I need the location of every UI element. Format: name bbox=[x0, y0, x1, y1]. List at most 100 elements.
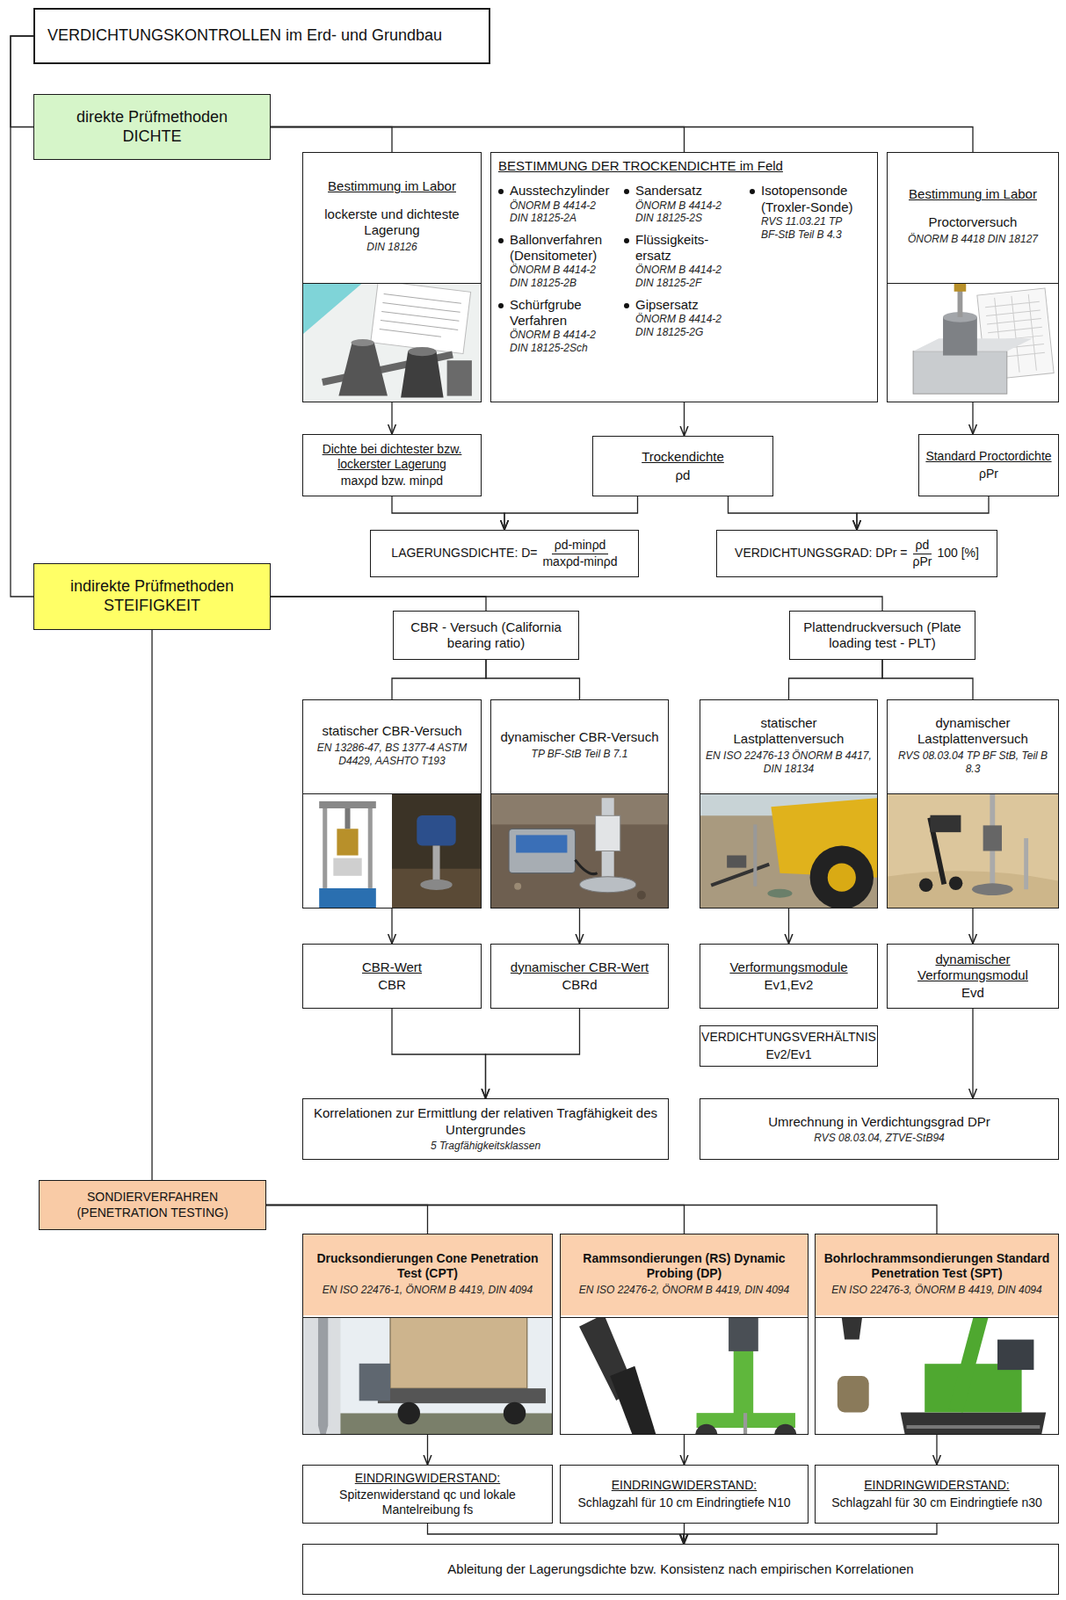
list-item-text: AusstechzylinderÖNORM B 4414-2 DIN 18125… bbox=[509, 182, 610, 225]
photo-area bbox=[700, 793, 878, 908]
fraction: ρdρPr bbox=[912, 537, 932, 569]
label-text: VERDICHTUNGSKONTROLLEN im Erd- und Grund… bbox=[47, 26, 443, 46]
result-box: VerformungsmoduleEv1,Ev2 bbox=[699, 943, 878, 1009]
label-text: Verformungsmodule bbox=[729, 959, 848, 976]
label-text: EINDRINGWIDERSTAND: bbox=[863, 1478, 1009, 1494]
connector bbox=[683, 1523, 937, 1545]
photo-illustration bbox=[560, 1318, 808, 1435]
label-text: CBRd bbox=[561, 977, 597, 994]
label-text: EN ISO 22476-1, ÖNORM B 4419, DIN 4094 bbox=[322, 1283, 533, 1298]
result-box: Trockendichteρd bbox=[592, 435, 774, 497]
test-box: Plattendruckversuch (Plate loading test … bbox=[789, 610, 976, 660]
label-text: ρd-minρd bbox=[551, 537, 610, 554]
label-text: ÖNORM B 4414-2 DIN 18125-2B bbox=[509, 263, 602, 290]
bullet-dot bbox=[623, 303, 630, 309]
label-text: CBR bbox=[377, 977, 407, 994]
header-area: Bestimmung im LaborProctorversuchÖNORM B… bbox=[887, 152, 1059, 282]
connector bbox=[391, 908, 392, 944]
label-text: dynamischer Verformungsmodul bbox=[892, 951, 1053, 985]
label-text: Schlagzahl für 30 cm Eindringtiefe n30 bbox=[831, 1495, 1043, 1511]
connector bbox=[683, 402, 685, 436]
label-text: EN ISO 22476-3, ÖNORM B 4419, DIN 4094 bbox=[831, 1283, 1042, 1298]
result-box: dynamischer CBR-WertCBRd bbox=[490, 943, 669, 1009]
label-text: ÖNORM B 4418 DIN 18127 bbox=[907, 232, 1038, 247]
connector bbox=[788, 908, 790, 944]
photo-area bbox=[815, 1317, 1059, 1435]
label-text: Schürfgrube Verfahren bbox=[509, 297, 619, 330]
list-item-text: GipsersatzÖNORM B 4414-2 DIN 18125-2G bbox=[635, 297, 727, 340]
list-item: Isotopensonde (Troxler-Sonde)RVS 11.03.2… bbox=[749, 182, 871, 241]
connector bbox=[856, 496, 989, 530]
label-text: 5 Tragfähigkeitsklassen bbox=[430, 1139, 541, 1154]
label-text: ρd bbox=[913, 537, 933, 554]
label-text: ρPr bbox=[978, 466, 999, 482]
label-text: Bestimmung im Labor bbox=[908, 186, 1037, 203]
result-box: Standard ProctordichteρPr bbox=[918, 434, 1059, 497]
header-area: statischer CBR-VersuchEN 13286-47, BS 13… bbox=[303, 700, 481, 792]
photo-illustration bbox=[303, 1318, 552, 1435]
connector bbox=[683, 1435, 685, 1465]
list-item-text: Flüssigkeits- ersatzÖNORM B 4414-2 DIN 1… bbox=[635, 232, 745, 291]
method-box: Bohrlochrammsondierungen Standard Penetr… bbox=[814, 1233, 1059, 1436]
list-item: GipsersatzÖNORM B 4414-2 DIN 18125-2G bbox=[623, 297, 745, 340]
label-text: ÖNORM B 4414-2 DIN 18125-2Sch bbox=[509, 328, 602, 355]
photo-illustration bbox=[491, 794, 668, 908]
connector bbox=[270, 596, 883, 611]
category-box: SONDIERVERFAHREN (PENETRATION TESTING) bbox=[38, 1180, 267, 1231]
connector bbox=[270, 127, 392, 153]
connector bbox=[728, 496, 858, 530]
label-text: Schlagzahl für 10 cm Eindringtiefe N10 bbox=[577, 1495, 791, 1511]
connector bbox=[151, 630, 153, 1181]
label-text: RVS 11.03.21 TP BF-StB Teil B 4.3 bbox=[761, 215, 853, 241]
connector bbox=[427, 1523, 684, 1545]
list-column: Isotopensonde (Troxler-Sonde)RVS 11.03.2… bbox=[749, 182, 871, 355]
connector bbox=[270, 127, 973, 153]
list-item-text: Ballonverfahren (Densitometer)ÖNORM B 44… bbox=[509, 232, 619, 291]
column-row: AusstechzylinderÖNORM B 4414-2 DIN 18125… bbox=[498, 182, 871, 355]
bullet-dot bbox=[749, 188, 755, 195]
label-text: RVS 08.03.04, ZTVE-StB94 bbox=[813, 1131, 945, 1146]
label-text: Ev2/Ev1 bbox=[765, 1047, 812, 1063]
connector bbox=[485, 659, 581, 700]
label-text: Proctorversuch bbox=[928, 214, 1018, 231]
label-text: Isotopensonde (Troxler-Sonde) bbox=[761, 182, 871, 216]
connector bbox=[935, 1435, 937, 1465]
label-text: dynamischer CBR-Versuch bbox=[500, 729, 659, 746]
photo-illustration bbox=[887, 794, 1059, 908]
connector bbox=[266, 1205, 428, 1235]
connector bbox=[391, 659, 486, 700]
list-item: AusstechzylinderÖNORM B 4414-2 DIN 18125… bbox=[498, 182, 619, 225]
header-area: dynamischer LastplattenversuchRVS 08.03.… bbox=[887, 700, 1059, 792]
label-text: Ausstechzylinder bbox=[509, 182, 610, 199]
connector bbox=[579, 908, 581, 944]
connector bbox=[266, 1205, 685, 1235]
bullet-dot bbox=[498, 238, 504, 244]
connector bbox=[391, 496, 505, 530]
result-box: dynamischer VerformungsmodulEvd bbox=[886, 943, 1059, 1009]
connector bbox=[10, 36, 34, 128]
test-box: CBR - Versuch (California bearing ratio) bbox=[392, 610, 580, 660]
label-text: Drucksondierungen Cone Penetration Test … bbox=[308, 1251, 547, 1282]
label-text: EINDRINGWIDERSTAND: bbox=[355, 1471, 501, 1487]
label-text: EN ISO 22476-13 ÖNORM B 4417, DIN 18134 bbox=[705, 749, 872, 776]
connector bbox=[10, 36, 34, 597]
method-box: dynamischer CBR-VersuchTP BF-StB Teil B … bbox=[490, 699, 669, 909]
photo-area bbox=[491, 793, 668, 908]
method-box: Drucksondierungen Cone Penetration Test … bbox=[302, 1233, 553, 1436]
result-box: Umrechnung in Verdichtungsgrad DPrRVS 08… bbox=[699, 1098, 1059, 1161]
label-text: Trockendichte bbox=[641, 449, 725, 465]
connector bbox=[789, 659, 884, 700]
label-text: SONDIERVERFAHREN (PENETRATION TESTING) bbox=[44, 1189, 261, 1220]
bullet-dot bbox=[498, 303, 504, 309]
label-text: Rammsondierungen (RS) Dynamic Probing (D… bbox=[565, 1251, 803, 1282]
connector bbox=[882, 659, 973, 700]
connector bbox=[971, 1008, 973, 1099]
label-text: Korrelationen zur Ermittlung der relativ… bbox=[308, 1105, 663, 1139]
label-text: Gipsersatz bbox=[635, 297, 727, 313]
list-item: SandersatzÖNORM B 4414-2 DIN 18125-2S bbox=[623, 182, 745, 225]
connector bbox=[270, 127, 685, 153]
connector bbox=[427, 1435, 428, 1465]
label-text: VERDICHTUNGSGRAD: DPr = bbox=[734, 545, 907, 561]
fraction: ρd-minρdmaxρd-minρd bbox=[542, 537, 617, 569]
